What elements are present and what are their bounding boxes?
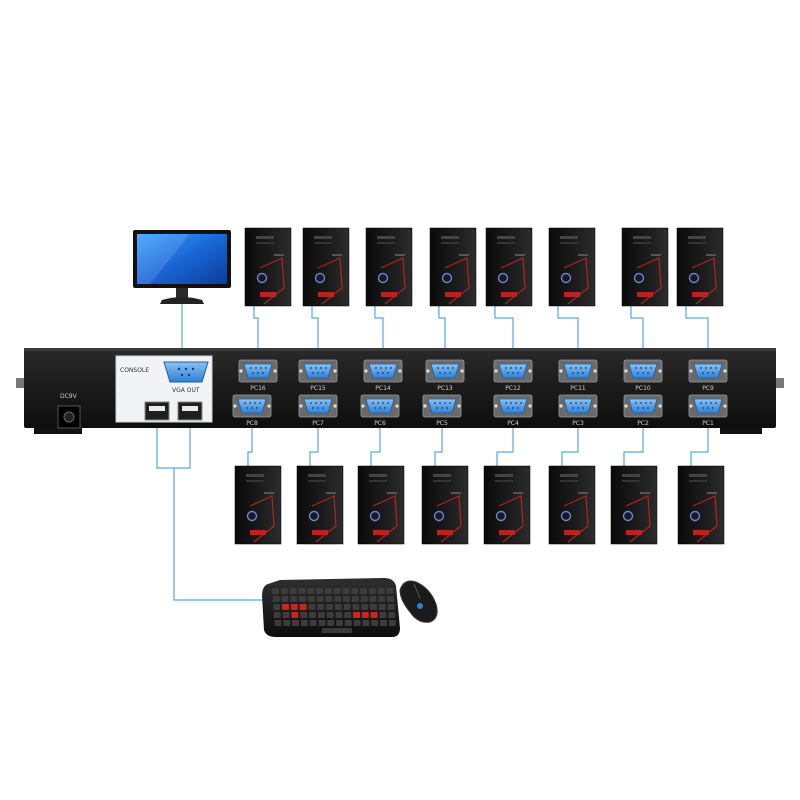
port-label: PC12 <box>505 385 521 392</box>
pc-tower-top-1 <box>244 227 292 307</box>
pc-tower-bottom-7 <box>610 465 658 545</box>
port-label: PC16 <box>250 385 266 392</box>
vga-port-pc12 <box>493 359 533 383</box>
pc-tower-top-4 <box>429 227 477 307</box>
kvm-switch: DC9V CONSOLE VGA OUT P <box>16 348 784 434</box>
vga-port-pc15 <box>298 359 338 383</box>
vga-port-pc16 <box>238 359 278 383</box>
mouse-icon <box>399 580 438 623</box>
vga-port-pc4 <box>493 394 533 418</box>
pc-tower-top-5 <box>485 227 533 307</box>
vga-port-pc10 <box>623 359 663 383</box>
vga-port-pc3 <box>558 394 598 418</box>
vga-port-pc1 <box>688 394 728 418</box>
pc-tower-bottom-4 <box>421 465 469 545</box>
vga-port-pc13 <box>425 359 465 383</box>
usb-port-2 <box>177 401 203 421</box>
monitor-icon <box>133 230 231 304</box>
vga-port-pc5 <box>422 394 462 418</box>
port-label: PC13 <box>437 385 453 392</box>
port-label: PC2 <box>637 420 649 427</box>
port-label: PC1 <box>702 420 714 427</box>
power-label: DC9V <box>60 393 78 400</box>
cable-group <box>156 304 709 601</box>
vga-out-port <box>163 361 209 383</box>
vga-port-pc11 <box>558 359 598 383</box>
usb-port-1 <box>144 401 170 421</box>
keyboard-icon <box>262 578 400 637</box>
vga-port-pc2 <box>623 394 663 418</box>
pc-tower-bottom-5 <box>483 465 531 545</box>
port-label: PC11 <box>570 385 586 392</box>
console-panel: CONSOLE VGA OUT <box>115 355 213 423</box>
port-label: PC5 <box>436 420 448 427</box>
console-label: CONSOLE <box>120 367 149 374</box>
vga-port-pc6 <box>360 394 400 418</box>
usb-cable <box>173 468 262 601</box>
vga-out-label: VGA OUT <box>172 387 200 394</box>
pc-tower-bottom-2 <box>296 465 344 545</box>
vga-port-pc7 <box>298 394 338 418</box>
port-label: PC10 <box>635 385 651 392</box>
pc-tower-bottom-6 <box>548 465 596 545</box>
vga-port-pc14 <box>363 359 403 383</box>
pc-tower-bottom-3 <box>357 465 405 545</box>
port-label: PC14 <box>375 385 391 392</box>
port-label: PC6 <box>374 420 386 427</box>
port-label: PC8 <box>246 420 258 427</box>
vga-port-pc8 <box>232 394 272 418</box>
pc-tower-top-8 <box>676 227 724 307</box>
pc-tower-bottom-8 <box>677 465 725 545</box>
port-label: PC7 <box>312 420 324 427</box>
power-jack: DC9V <box>57 393 81 429</box>
vga-port-pc9 <box>688 359 728 383</box>
port-label: PC4 <box>507 420 519 427</box>
pc-tower-top-7 <box>621 227 669 307</box>
port-label: PC15 <box>310 385 326 392</box>
pc-tower-top-3 <box>365 227 413 307</box>
pc-tower-bottom-1 <box>234 465 282 545</box>
port-label: PC3 <box>572 420 584 427</box>
pc-tower-group <box>234 227 725 545</box>
pc-tower-top-6 <box>548 227 596 307</box>
pc-tower-top-2 <box>302 227 350 307</box>
port-label: PC9 <box>702 385 714 392</box>
